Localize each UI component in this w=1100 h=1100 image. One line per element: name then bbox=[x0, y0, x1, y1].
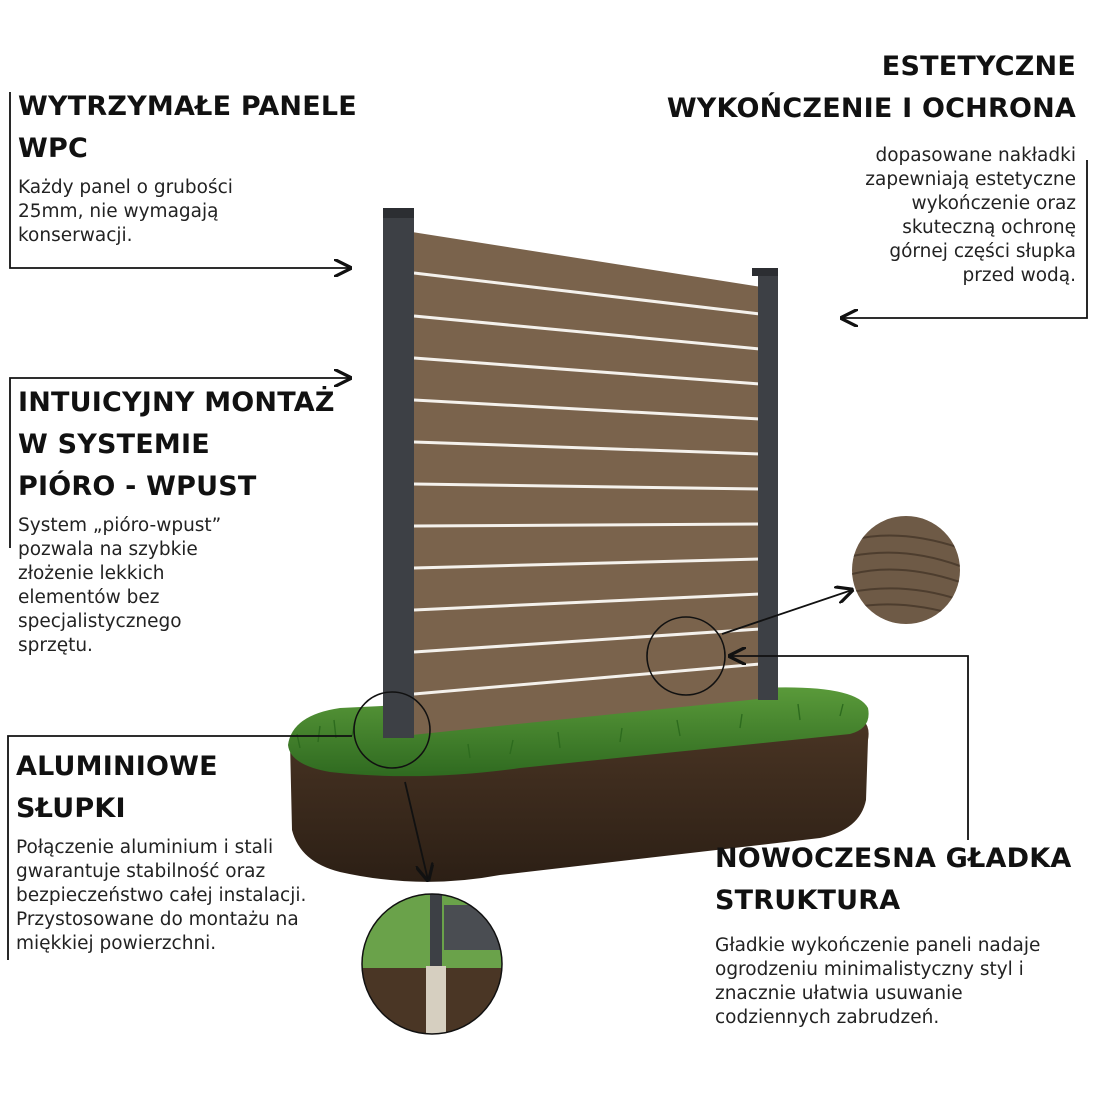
leader-wpc bbox=[9, 92, 350, 268]
leader-montaz bbox=[9, 378, 350, 548]
callout-text: dopasowane nakładki zapewniają estetyczn… bbox=[865, 145, 1076, 286]
callout-aluminium-posts: ALUMINIOWE SŁUPKI Połączenie aluminium i… bbox=[16, 746, 376, 956]
leader-swatch bbox=[721, 590, 852, 635]
panel-surface-highlight bbox=[646, 616, 726, 696]
grass-blades bbox=[296, 703, 844, 759]
leader-detail bbox=[404, 781, 428, 880]
callout-title: INTUICYJNY MONTAŻ W SYSTEMIE PIÓRO - WPU… bbox=[18, 387, 335, 502]
callout-title: ESTETYCZNE WYKOŃCZENIE I OCHRONA bbox=[666, 51, 1076, 124]
callout-title: WYTRZYMAŁE PANELE WPC bbox=[18, 91, 357, 164]
fence-illustration bbox=[383, 208, 778, 738]
callout-title: NOWOCZESNA GŁADKA STRUKTURA bbox=[715, 843, 1072, 916]
leader-estetyczne bbox=[842, 160, 1088, 318]
post-foundation-detail bbox=[361, 893, 503, 1035]
callout-title: ALUMINIOWE SŁUPKI bbox=[16, 751, 218, 824]
fence-panel bbox=[412, 232, 768, 735]
post-base-highlight bbox=[353, 691, 431, 769]
leader-struktura bbox=[730, 656, 969, 840]
callout-aesthetic-finish: ESTETYCZNE WYKOŃCZENIE I OCHRONA dopasow… bbox=[656, 46, 1076, 288]
fence-post-right bbox=[758, 270, 778, 700]
callout-text: Połączenie aluminium i stali gwarantuje … bbox=[16, 837, 307, 954]
fence-post-left bbox=[383, 212, 414, 738]
wood-texture-swatch bbox=[852, 516, 960, 624]
leader-lines bbox=[7, 92, 1088, 960]
callout-wpc-panels: WYTRZYMAŁE PANELE WPC Każdy panel o grub… bbox=[18, 86, 358, 248]
callout-tongue-groove: INTUICYJNY MONTAŻ W SYSTEMIE PIÓRO - WPU… bbox=[18, 382, 348, 658]
leader-slupki bbox=[7, 735, 352, 960]
callout-text: System „pióro-wpust” pozwala na szybkie … bbox=[18, 515, 222, 656]
callout-smooth-structure: NOWOCZESNA GŁADKA STRUKTURA Gładkie wyko… bbox=[715, 838, 1095, 1030]
fence-slat-gaps bbox=[413, 271, 761, 696]
callout-text: Każdy panel o grubości 25mm, nie wymagaj… bbox=[18, 177, 233, 246]
callout-text: Gładkie wykończenie paneli nadaje ogrodz… bbox=[715, 935, 1041, 1028]
